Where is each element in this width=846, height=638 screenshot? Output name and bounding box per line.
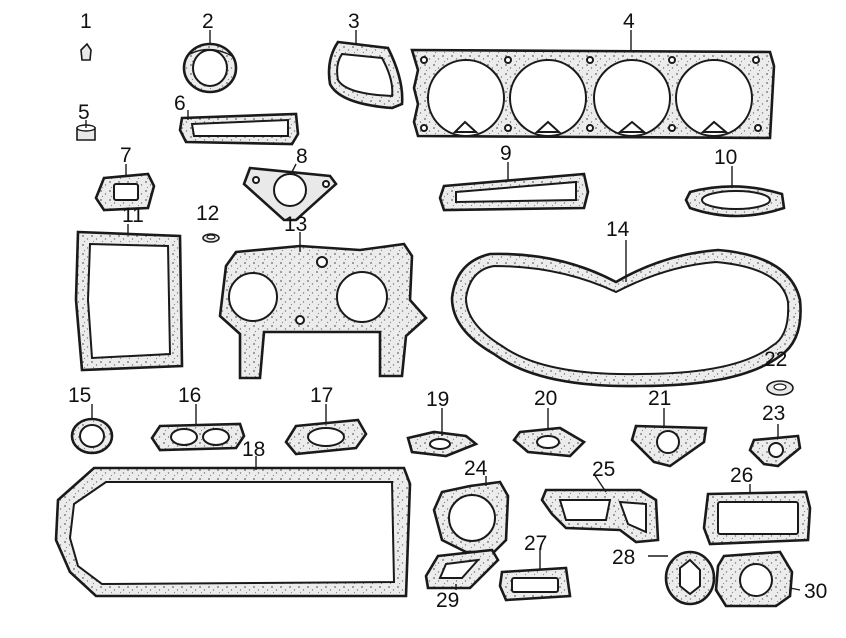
part-25-housing-gasket — [540, 488, 660, 544]
part-19-flange-gasket — [406, 430, 479, 458]
part-20-flange-gasket — [512, 426, 587, 458]
callout-11: 11 — [122, 204, 144, 227]
callout-29: 29 — [436, 589, 459, 612]
callout-21: 21 — [648, 387, 671, 410]
callout-12: 12 — [196, 202, 219, 225]
callout-14: 14 — [606, 218, 630, 241]
part-3-rear-cover-gasket — [327, 40, 404, 110]
callout-7: 7 — [120, 144, 132, 167]
callout-5: 5 — [78, 101, 90, 124]
part-24-water-pump-gasket — [432, 480, 510, 554]
callout-30: 30 — [804, 580, 827, 603]
part-21-flange-gasket — [630, 424, 708, 468]
part-13-timing-plate-gasket — [218, 242, 428, 380]
part-27-cover-gasket — [498, 566, 572, 602]
callout-10: 10 — [714, 146, 737, 169]
part-30-flange-gasket — [714, 550, 794, 608]
callout-6: 6 — [174, 92, 186, 115]
callout-16: 16 — [178, 384, 201, 407]
callout-26: 26 — [730, 464, 753, 487]
callout-2: 2 — [202, 10, 214, 33]
part-11-rocker-cover-gasket — [74, 230, 184, 372]
part-29-flange-gasket — [424, 548, 500, 590]
part-12-washer — [202, 233, 220, 243]
callout-9: 9 — [500, 142, 512, 165]
callout-13: 13 — [284, 213, 307, 236]
callout-22: 22 — [764, 348, 787, 371]
leader-lines — [85, 30, 801, 591]
callout-8: 8 — [296, 145, 308, 168]
part-28-round-gasket — [664, 550, 716, 606]
part-14-front-cover-gasket — [450, 248, 802, 388]
part-4-cylinder-head-gasket — [410, 48, 776, 140]
callout-20: 20 — [534, 387, 557, 410]
callout-3: 3 — [348, 10, 360, 33]
part-6-cover-gasket — [178, 112, 300, 146]
callout-15: 15 — [68, 384, 91, 407]
callout-17: 17 — [310, 384, 333, 407]
part-2-seal-ring — [182, 42, 238, 94]
part-26-cover-gasket — [702, 490, 812, 546]
part-16-outlet-gasket — [150, 422, 246, 452]
callout-25: 25 — [592, 458, 615, 481]
part-15-oil-seal — [70, 417, 114, 455]
callout-4: 4 — [623, 10, 635, 33]
callout-27: 27 — [524, 532, 547, 555]
callout-1: 1 — [80, 10, 92, 33]
part-17-flange-gasket — [284, 418, 368, 456]
callout-labels: 1 2 3 4 5 6 7 8 9 10 11 12 13 14 15 16 1… — [68, 10, 827, 612]
part-1-plug — [80, 42, 92, 61]
callout-23: 23 — [762, 402, 785, 425]
callout-18: 18 — [242, 438, 265, 461]
part-18-oil-pan-gasket — [54, 466, 412, 598]
part-7-flange-gasket — [94, 172, 156, 212]
part-10-oval-gasket — [684, 185, 786, 218]
part-22-washer — [766, 380, 794, 396]
callout-28: 28 — [612, 546, 635, 569]
callout-19: 19 — [426, 388, 449, 411]
part-23-flange-gasket — [748, 434, 802, 468]
part-9-manifold-gasket — [438, 172, 590, 212]
part-8-triangular-gasket — [242, 166, 338, 222]
callout-24: 24 — [464, 457, 488, 480]
